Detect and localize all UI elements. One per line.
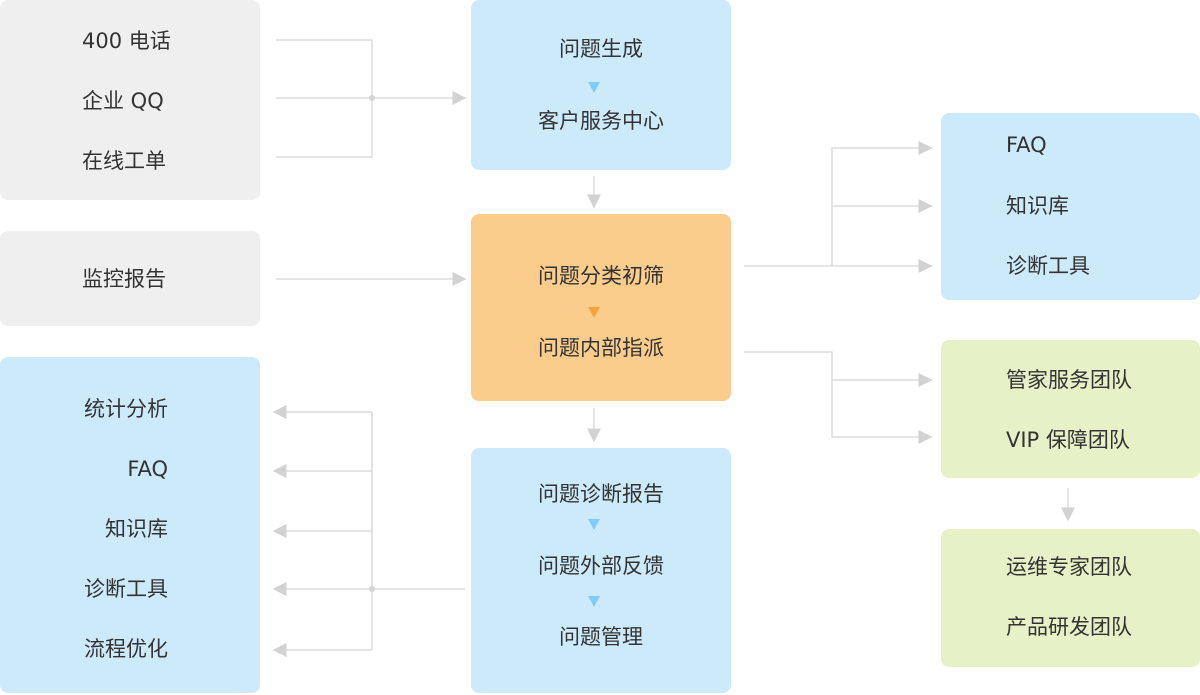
output-knowledge: 知识库	[105, 517, 168, 541]
team-box	[941, 340, 1200, 478]
generate-step1: 问题生成	[559, 37, 643, 61]
diagnosis-step1: 问题诊断报告	[538, 482, 664, 506]
arrow-down-icon	[588, 519, 600, 530]
triage-step2: 问题内部指派	[538, 336, 664, 360]
self-service-box	[941, 113, 1200, 300]
team-steward: 管家服务团队	[1006, 368, 1132, 392]
triage-step1: 问题分类初筛	[538, 264, 664, 288]
triage-box	[471, 214, 731, 401]
self-service-knowledge: 知识库	[1006, 194, 1069, 218]
input-ticket: 在线工单	[82, 149, 166, 173]
diagnosis-step3: 问题管理	[559, 625, 643, 649]
generate-step2: 客户服务中心	[538, 109, 664, 133]
arrow-down-icon	[588, 307, 600, 318]
self-service-faq: FAQ	[1006, 133, 1047, 157]
monitor-label: 监控报告	[82, 267, 166, 291]
expert-ops: 运维专家团队	[1006, 555, 1132, 579]
output-process: 流程优化	[84, 637, 168, 661]
expert-rd: 产品研发团队	[1006, 615, 1132, 639]
team-vip: VIP 保障团队	[1006, 428, 1130, 452]
input-qq: 企业 QQ	[82, 89, 164, 113]
inputs-box	[0, 0, 260, 200]
diagnosis-step2: 问题外部反馈	[538, 554, 664, 578]
output-statistics: 统计分析	[84, 397, 168, 421]
output-diagnosis-tool: 诊断工具	[84, 577, 168, 601]
output-faq: FAQ	[127, 457, 168, 481]
expert-box	[941, 529, 1200, 667]
arrow-down-icon	[588, 596, 600, 607]
output-box	[0, 357, 260, 693]
arrow-down-icon	[588, 82, 600, 93]
input-phone: 400 电话	[82, 29, 171, 53]
diagnosis-box	[471, 448, 731, 693]
self-service-diagnosis-tool: 诊断工具	[1006, 254, 1090, 278]
monitor-box	[0, 231, 260, 326]
generate-box	[471, 0, 731, 170]
